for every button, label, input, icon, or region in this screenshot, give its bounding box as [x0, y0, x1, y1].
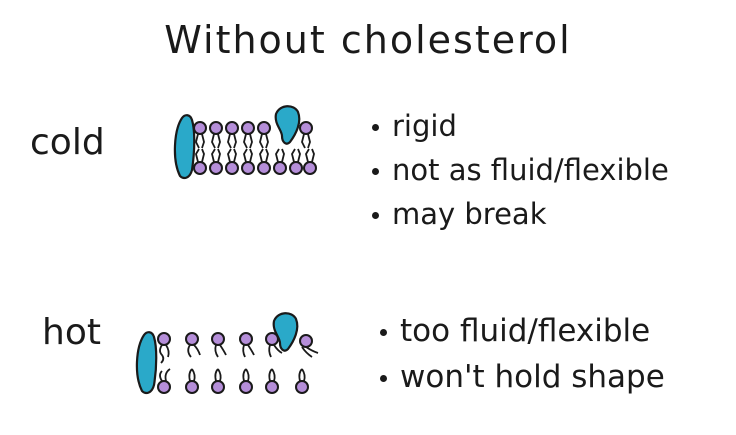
cholesterol-molecule	[274, 105, 301, 145]
list-item: may break	[370, 192, 669, 236]
cholesterol-molecule	[173, 114, 196, 180]
top-leaflet-tails	[195, 133, 311, 149]
diagram-title: Without cholesterol	[164, 18, 572, 62]
cholesterol-molecule	[135, 331, 158, 395]
hot-properties-list: too fluid/flexible won't hold shape	[378, 308, 665, 400]
list-item: rigid	[370, 104, 669, 148]
hot-membrane-diagram	[135, 312, 319, 395]
top-leaflet-tails	[159, 344, 319, 364]
list-item: won't hold shape	[378, 354, 665, 400]
phospholipid-heads	[193, 121, 317, 175]
bottom-leaflet-tails	[195, 148, 315, 163]
list-item: not as fluid/flexible	[370, 148, 669, 192]
list-item: too fluid/flexible	[378, 308, 665, 354]
cold-properties-list: rigid not as fluid/flexible may break	[370, 104, 669, 236]
bottom-leaflet-tails	[159, 368, 306, 382]
phospholipid-heads	[157, 332, 313, 394]
cold-label: cold	[30, 122, 105, 163]
hot-label: hot	[42, 312, 101, 353]
cholesterol-molecule	[272, 312, 299, 352]
cold-membrane-diagram	[173, 105, 317, 180]
